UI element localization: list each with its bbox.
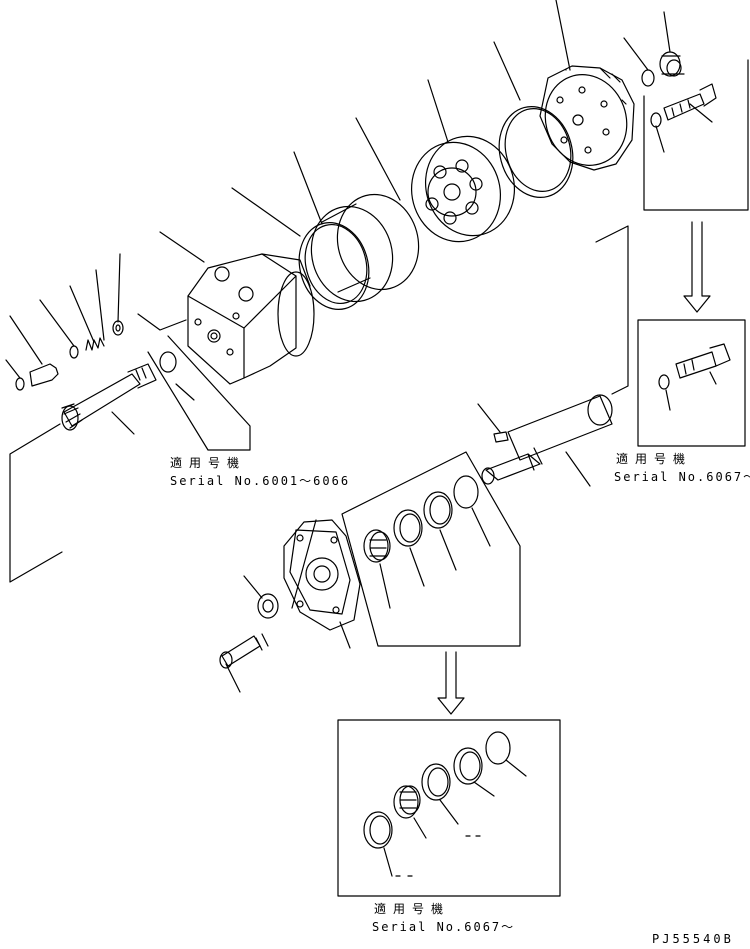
leader-lines-small-parts: [6, 254, 120, 378]
spacer-plate: [301, 185, 429, 310]
leader-lines-housing: [138, 232, 204, 330]
detail-box-top: [644, 60, 748, 210]
arrow-down-2: [438, 652, 464, 714]
seal-ring-large: [489, 98, 582, 206]
note-bottom-applicable: 適用号機: [374, 902, 451, 916]
nut-small: [113, 321, 123, 335]
note-upper-left-applicable: 適用号機: [170, 456, 247, 470]
leader-lines-front: [226, 520, 350, 692]
seal-set-bottom: [364, 732, 510, 848]
seal-in-bracket: [160, 352, 194, 400]
washer-front: [258, 594, 278, 618]
detail-box-right: [638, 320, 745, 446]
leader-line-shaft: [10, 424, 62, 582]
end-cover: [533, 63, 640, 177]
o-ring-small-left: [16, 378, 24, 390]
leader-lines-mid: [232, 42, 566, 236]
leader-lines-bottom-box: [384, 760, 526, 876]
note-upper-right-applicable: 適用号機: [616, 452, 693, 466]
leader-lines-lower-box: [380, 508, 490, 608]
detail-box-upper-left: [148, 336, 250, 450]
output-shaft: [482, 395, 612, 484]
bolt-top: [651, 84, 716, 127]
gear-set: [401, 126, 526, 251]
note-upper-left-serial: Serial No.6001～6066: [170, 474, 351, 488]
seal-set-lower: [364, 476, 478, 562]
motor-housing: [188, 254, 314, 384]
plug: [660, 52, 684, 76]
front-cover: [284, 520, 360, 630]
detail-box-bottom: [338, 720, 560, 896]
note-upper-right-serial: Serial No.6067～: [614, 470, 750, 484]
spring: [86, 338, 104, 350]
detail-box-lower: [342, 452, 520, 646]
leader-lines-top: [556, 0, 712, 152]
drawing-number: PJ55540B: [652, 932, 734, 946]
arrow-down-1: [684, 222, 710, 312]
note-bottom-serial: Serial No.6067～: [372, 920, 516, 934]
o-ring-small-2: [70, 346, 78, 358]
check-valve-pin: [30, 364, 58, 386]
bolt-alt: [659, 344, 730, 410]
drive-shaft: [62, 364, 156, 434]
seal-ring-mid: [290, 215, 378, 318]
leader-lines-shaft: [478, 226, 628, 486]
cover-bolt: [220, 634, 268, 668]
end-cover-o-ring: [642, 70, 654, 86]
